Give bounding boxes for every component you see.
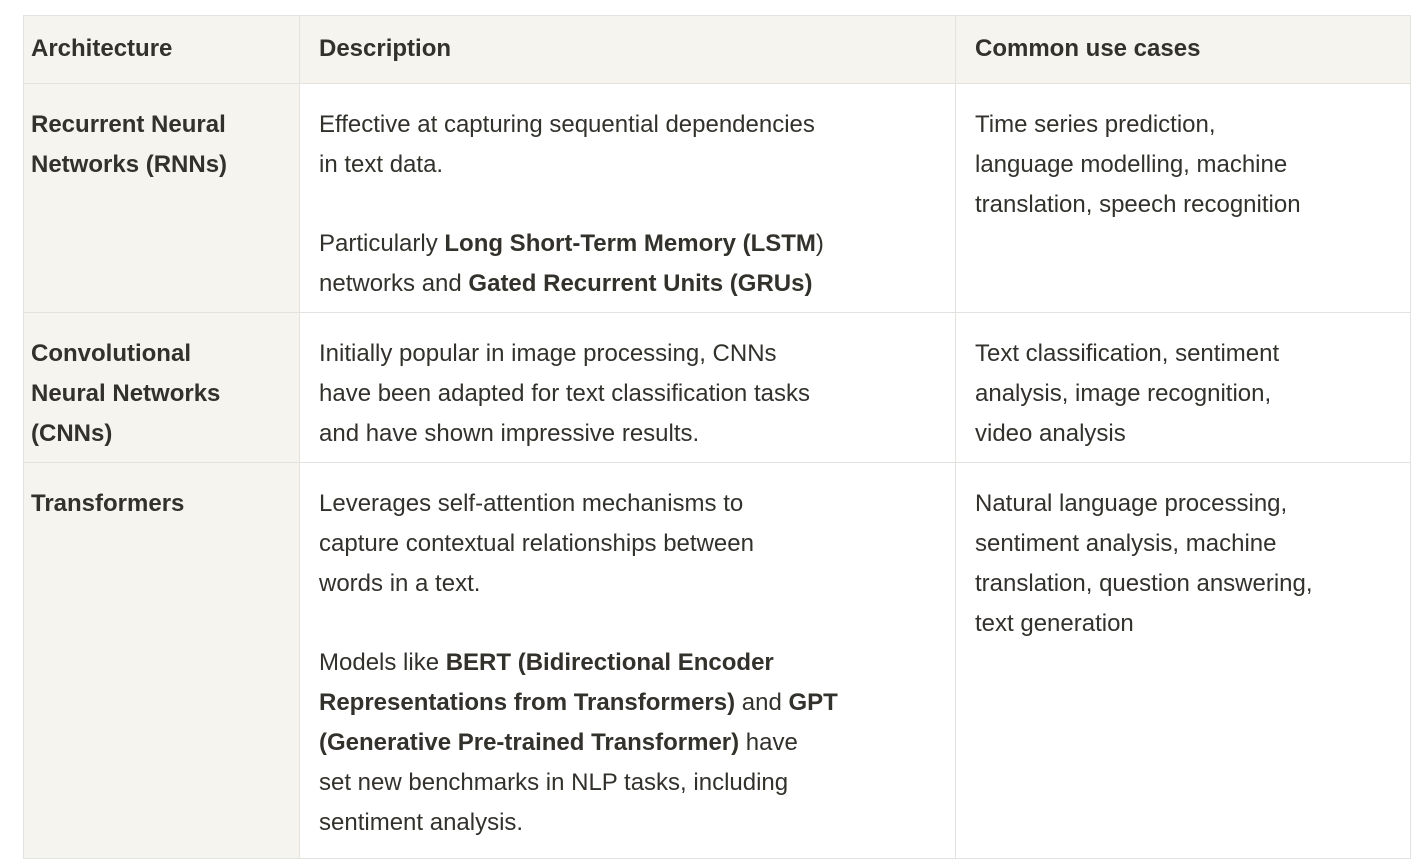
description-cell: Initially popular in image processing, C… [299,312,956,463]
table-row: Recurrent Neural Networks (RNNs) Effectiv… [23,83,1411,313]
description-paragraph: Initially popular in image processing, C… [319,340,810,447]
description-paragraph: Effective at capturing sequential depend… [319,111,815,178]
nn-architectures-table: Architecture Description Common use case… [23,15,1411,859]
description-paragraph: Models like BERT (Bidirectional Encoder … [319,649,838,836]
use-cases-cell: Natural language processing, sentiment a… [955,462,1411,859]
column-header-description: Description [299,15,956,84]
column-header-architecture: Architecture [23,15,300,84]
bold-term: Gated Recurrent Units (GRUs) [468,270,813,297]
use-cases-cell: Text classification, sentiment analysis,… [955,312,1411,463]
description-cell: Effective at capturing sequential depend… [299,83,956,313]
bold-term: BERT (Bidirectional Encoder Representati… [319,649,774,716]
description-cell: Leverages self-attention mechanisms to c… [299,462,956,859]
column-header-use-cases: Common use cases [955,15,1411,84]
architecture-cell: Convolutional Neural Networks (CNNs) [23,312,300,463]
architecture-cell: Recurrent Neural Networks (RNNs) [23,83,300,313]
architecture-cell: Transformers [23,462,300,859]
use-cases-cell: Time series prediction, language modelli… [955,83,1411,313]
table-row: Convolutional Neural Networks (CNNs)Init… [23,312,1411,463]
description-paragraph: Leverages self-attention mechanisms to c… [319,490,754,597]
table-body: Recurrent Neural Networks (RNNs) Effectiv… [23,83,1411,859]
bold-term: GPT (Generative Pre-trained Transformer) [319,689,838,756]
bold-term: Long Short-Term Memory (LSTM [444,230,816,257]
header-row: Architecture Description Common use case… [23,15,1411,84]
description-paragraph: Particularly Long Short-Term Memory (LST… [319,230,824,297]
